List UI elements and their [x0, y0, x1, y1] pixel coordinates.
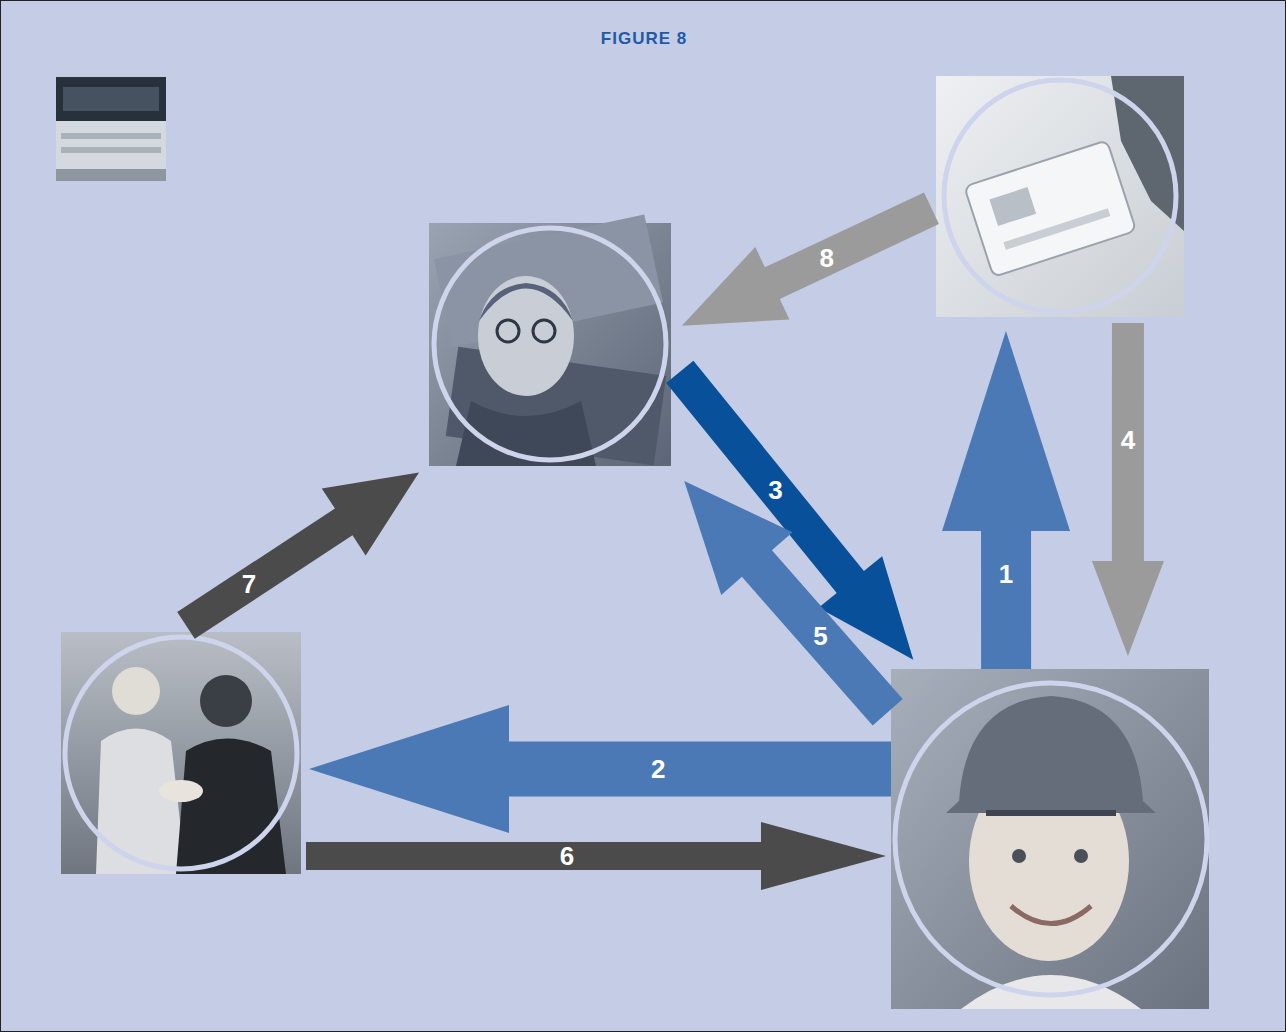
money-photo-node: [429, 223, 671, 466]
flow-arrow: [306, 822, 886, 890]
flow-arrow: [177, 473, 419, 639]
monitor-bezel: [56, 77, 166, 121]
photo-ground: [936, 76, 1184, 317]
card: [964, 140, 1136, 277]
portrait-face: [478, 276, 574, 396]
man-light-suit: [96, 729, 186, 875]
photo-ground: [61, 632, 301, 874]
flow-arrow: [309, 705, 891, 833]
worker-photo: [891, 669, 1209, 1009]
photo-ring: [895, 683, 1207, 995]
callout-number: 3: [768, 477, 782, 503]
photo-ring: [944, 80, 1176, 312]
card-photo-node: [936, 76, 1184, 317]
keyboard-row: [61, 147, 161, 153]
flow-arrow: [942, 331, 1070, 669]
portrait-hair: [479, 283, 573, 321]
worker-eye: [1074, 849, 1088, 863]
photo-ground: [891, 669, 1209, 1009]
flow-arrow: [1092, 323, 1164, 656]
callout-number: 6: [560, 843, 574, 869]
man-head: [112, 667, 160, 715]
monitor-screen: [63, 87, 159, 111]
business-photo: [61, 632, 301, 874]
callout-number: 5: [813, 623, 827, 649]
callout-number: 7: [242, 571, 256, 597]
keyboard-edge: [56, 169, 166, 181]
keyboard: [56, 121, 166, 181]
worker-photo-node: [891, 669, 1209, 1009]
worker-eye: [1012, 849, 1026, 863]
portrait-glasses: [497, 320, 519, 342]
keyboard-row: [61, 133, 161, 139]
handshake: [159, 780, 203, 802]
figure-title-text: FIGURE 8: [601, 29, 687, 48]
hard-hat: [946, 696, 1156, 813]
worker-smile: [1011, 906, 1091, 924]
card-strip: [1003, 208, 1110, 250]
card-chip: [989, 187, 1036, 226]
card-photo: [936, 76, 1184, 317]
callout-number: 1: [999, 561, 1013, 587]
man-dark-suit: [176, 739, 286, 875]
photo-ring: [434, 228, 666, 460]
man-head: [200, 675, 252, 727]
flow-arrow: [684, 481, 902, 725]
business-photo-node: [61, 632, 301, 874]
flow-arrow: [682, 192, 939, 325]
computer-icon: [56, 77, 166, 181]
money-photo: [429, 215, 671, 466]
photo-ring: [65, 637, 297, 869]
callout-number: 4: [1121, 427, 1135, 453]
portrait-glasses: [533, 320, 555, 342]
callout-number: 8: [819, 245, 833, 271]
callout-number: 2: [651, 756, 665, 782]
figure-title: FIGURE 8: [1, 29, 1286, 49]
hard-hat-brim: [986, 810, 1116, 816]
